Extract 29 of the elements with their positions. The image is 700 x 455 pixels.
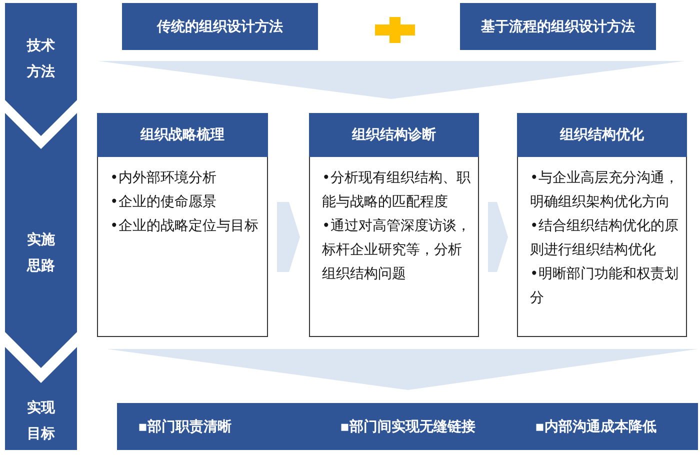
bullet-text: •结合组织结构优化的原则进行组织结构优化 <box>530 217 680 260</box>
goal-text: ▪部门职责清晰 <box>138 418 232 436</box>
step-title: 组织结构优化 <box>560 126 644 144</box>
step-card <box>97 113 268 337</box>
goal-text: ▪部门间实现无缝链接 <box>340 418 476 436</box>
step-title: 组织结构诊断 <box>352 126 436 144</box>
bullet-text: •内外部环境分析 <box>110 169 216 188</box>
right-arrow <box>277 202 300 272</box>
bullet-text: •明晰部门功能和权责划分 <box>530 265 680 308</box>
stage-label: 实现目标 <box>26 398 56 444</box>
chevron-banner <box>5 3 77 136</box>
bullet-text: •与企业高层充分沟通，明确组织架构优化方向 <box>530 169 680 212</box>
method-label: 基于流程的组织设计方法 <box>481 18 635 36</box>
bullet-text: •企业的战略定位与目标 <box>110 217 258 236</box>
goal-banner <box>117 403 698 450</box>
step-card <box>309 113 479 337</box>
step-title: 组织战略梳理 <box>140 126 224 144</box>
stage-label: 技术方法 <box>26 37 56 82</box>
bullet-text: •通过对高管深度访谈，标杆企业研究等，分析组织结构问题 <box>322 217 472 284</box>
method-label: 传统的组织设计方法 <box>157 18 283 36</box>
method-banner <box>460 3 656 50</box>
chevron-banner <box>5 347 77 450</box>
bullet-text: •企业的使命愿景 <box>110 193 216 212</box>
bullet-text: •分析现有组织结构、职能与战略的匹配程度 <box>322 169 472 212</box>
goal-text: ▪内部沟通成本降低 <box>535 418 656 436</box>
step-card <box>517 113 687 337</box>
right-arrow <box>488 202 508 272</box>
stage-label: 实施思路 <box>26 230 56 276</box>
method-banner <box>122 3 318 50</box>
